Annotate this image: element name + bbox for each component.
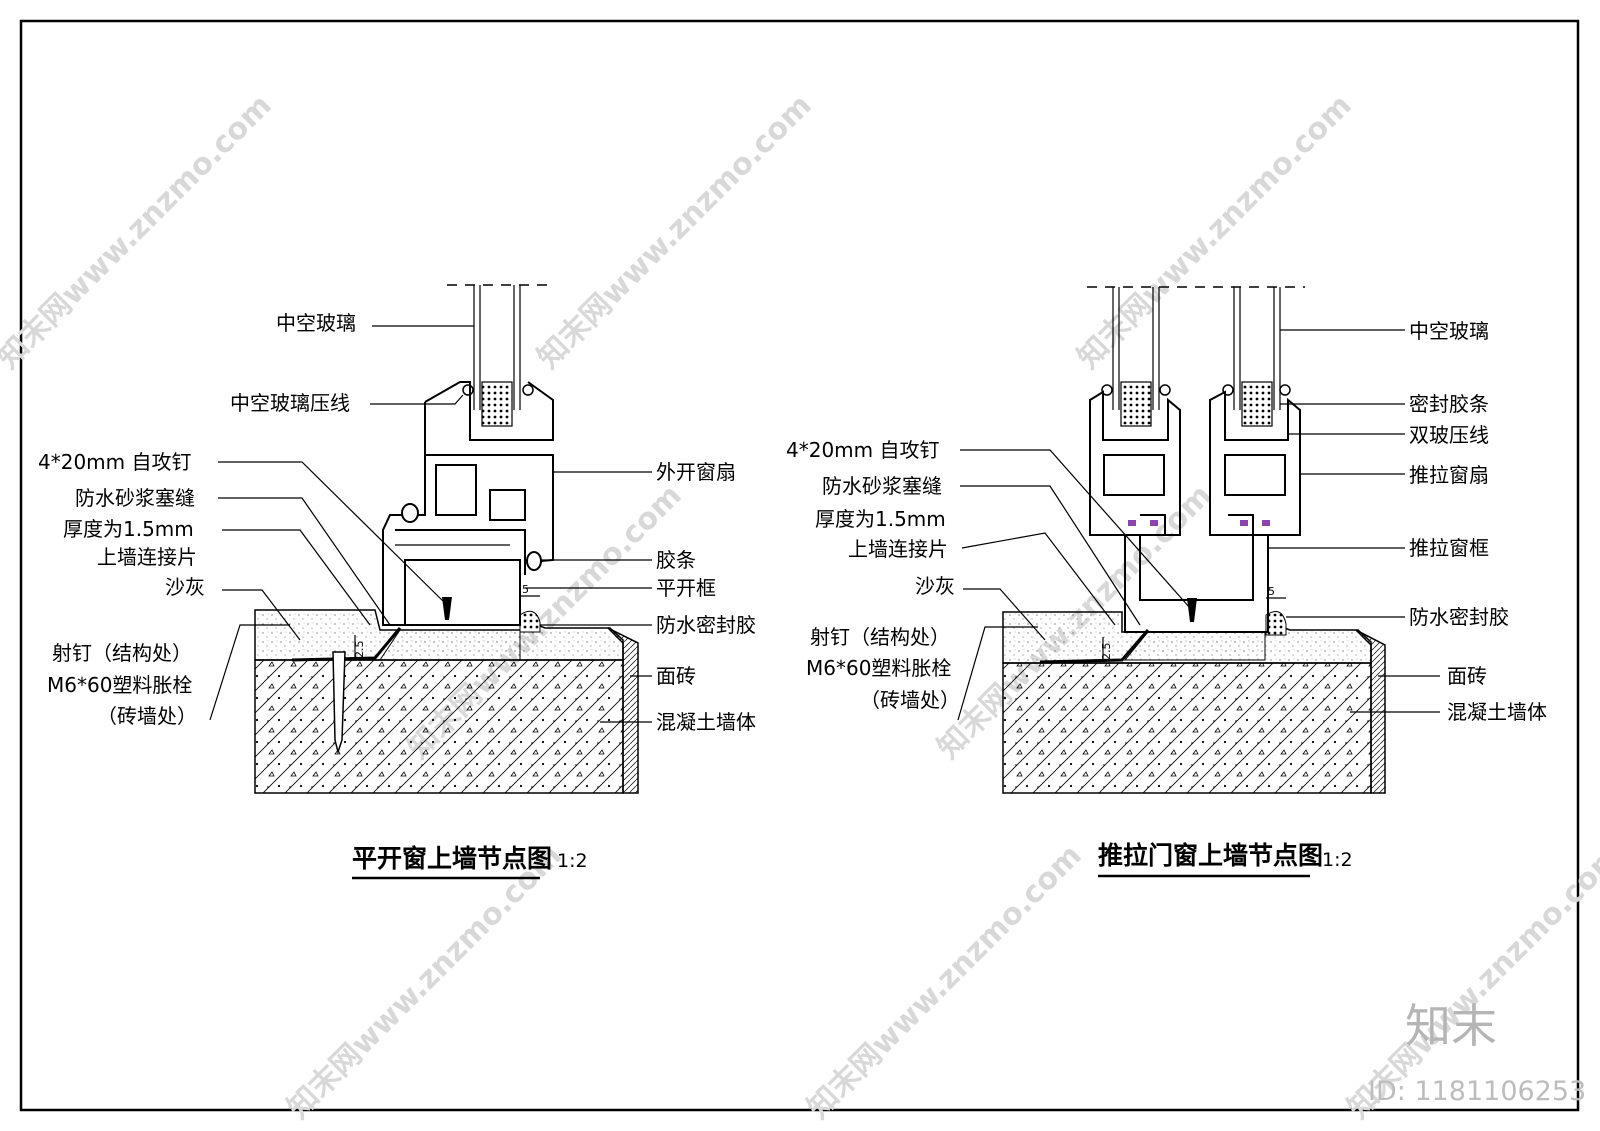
label-sealant: 防水密封胶 xyxy=(1409,605,1509,629)
label-thickness: 厚度为1.5mm xyxy=(815,507,946,531)
left-casement-diagram: 5 2.5 中空玻璃 中空玻璃压线 4*20mm 自攻钉 防水砂浆塞缝 厚度为1… xyxy=(38,284,756,880)
left-connecting-plate xyxy=(291,627,402,662)
right-diagram-scale: 1:2 xyxy=(1322,849,1353,871)
watermark-text: 知末网www.znzmo.com xyxy=(1071,88,1359,376)
label-outer-sash: 外开窗扇 xyxy=(656,460,736,484)
label-connecting-plate: 上墙连接片 xyxy=(97,545,197,569)
label-screw: 4*20mm 自攻钉 xyxy=(38,450,192,474)
watermark-text: 知末网www.znzmo.com xyxy=(0,88,279,376)
right-spacer xyxy=(1241,381,1273,427)
label-sand-ash: 沙灰 xyxy=(915,574,955,598)
right-dim-gap: 5 xyxy=(1268,585,1275,598)
left-dim-height: 2.5 xyxy=(353,641,366,659)
right-screw xyxy=(1187,598,1197,622)
right-diagram-title: 推拉门窗上墙节点图 xyxy=(1098,841,1323,870)
label-sealant: 防水密封胶 xyxy=(656,613,756,637)
left-spacer xyxy=(481,381,513,427)
label-mortar: 防水砂浆塞缝 xyxy=(75,486,195,510)
left-rubber-strip xyxy=(526,551,542,571)
label-sand-ash: 沙灰 xyxy=(165,575,205,599)
label-tile: 面砖 xyxy=(1447,664,1487,688)
watermark-text: 知末网www.znzmo.com xyxy=(801,838,1089,1126)
label-connecting-plate: 上墙连接片 xyxy=(848,537,948,561)
label-double-bead: 双玻压线 xyxy=(1409,423,1489,447)
label-anchor: M6*60塑料胀栓 xyxy=(47,673,192,697)
right-connecting-plate xyxy=(1039,629,1150,664)
watermark-text: 知末网www.znzmo.com xyxy=(531,88,819,376)
right-tile xyxy=(1355,629,1386,794)
watermark-text: 知末网www.znzmo.com xyxy=(281,838,569,1126)
label-tile: 面砖 xyxy=(656,664,696,688)
left-mortar-fill xyxy=(379,629,521,661)
label-brick: （砖墙处） xyxy=(860,688,960,712)
right-dim-height: 2.5 xyxy=(1100,643,1113,661)
right-sliding-diagram: 5 2.5 4*20mm 自攻钉 防水砂浆塞缝 厚度为1.5mm 上墙连接片 沙… xyxy=(786,286,1547,878)
label-casement-frame: 平开框 xyxy=(656,576,716,600)
left-tile xyxy=(607,627,639,794)
label-screw: 4*20mm 自攻钉 xyxy=(786,438,940,462)
label-concrete-wall: 混凝土墙体 xyxy=(1447,700,1547,724)
label-anchor: M6*60塑料胀栓 xyxy=(806,656,951,680)
left-diagram-title: 平开窗上墙节点图 xyxy=(352,844,552,873)
label-thickness: 厚度为1.5mm xyxy=(63,517,194,541)
left-sealant-bead xyxy=(519,610,541,633)
label-concrete-wall: 混凝土墙体 xyxy=(656,710,756,734)
left-diagram-scale: 1:2 xyxy=(557,850,588,872)
left-fixing-nail xyxy=(332,651,346,755)
right-sealant-bead xyxy=(1265,611,1287,636)
watermark-id: ID: 1181106253 xyxy=(1368,1076,1586,1107)
label-hollow-glass: 中空玻璃 xyxy=(276,311,356,335)
label-sliding-sash: 推拉窗扇 xyxy=(1409,463,1489,487)
label-seal-strip: 密封胶条 xyxy=(1409,392,1489,416)
watermark-logo: 知末 xyxy=(1405,999,1497,1053)
label-sliding-frame: 推拉窗框 xyxy=(1409,536,1489,560)
label-hollow-glass: 中空玻璃 xyxy=(1409,319,1489,343)
watermark-group: 知末网www.znzmo.com 知末网www.znzmo.com 知末网www… xyxy=(0,88,1600,1126)
label-nail: 射钉（结构处） xyxy=(810,625,950,649)
label-mortar: 防水砂浆塞缝 xyxy=(822,474,942,498)
left-rubber-strip xyxy=(401,503,419,523)
label-rubber-strip: 胶条 xyxy=(656,548,696,572)
label-glass-bead: 中空玻璃压线 xyxy=(230,391,350,415)
right-mortar-fill xyxy=(1123,631,1266,661)
left-concrete-wall xyxy=(254,659,624,794)
drawing-border xyxy=(19,19,1580,1112)
left-dim-gap: 5 xyxy=(522,583,529,596)
right-spacer xyxy=(1120,381,1152,427)
label-brick: （砖墙处） xyxy=(97,704,197,728)
right-concrete-wall xyxy=(1002,662,1372,794)
label-nail: 射钉（结构处） xyxy=(52,641,192,665)
left-screw xyxy=(442,597,452,620)
